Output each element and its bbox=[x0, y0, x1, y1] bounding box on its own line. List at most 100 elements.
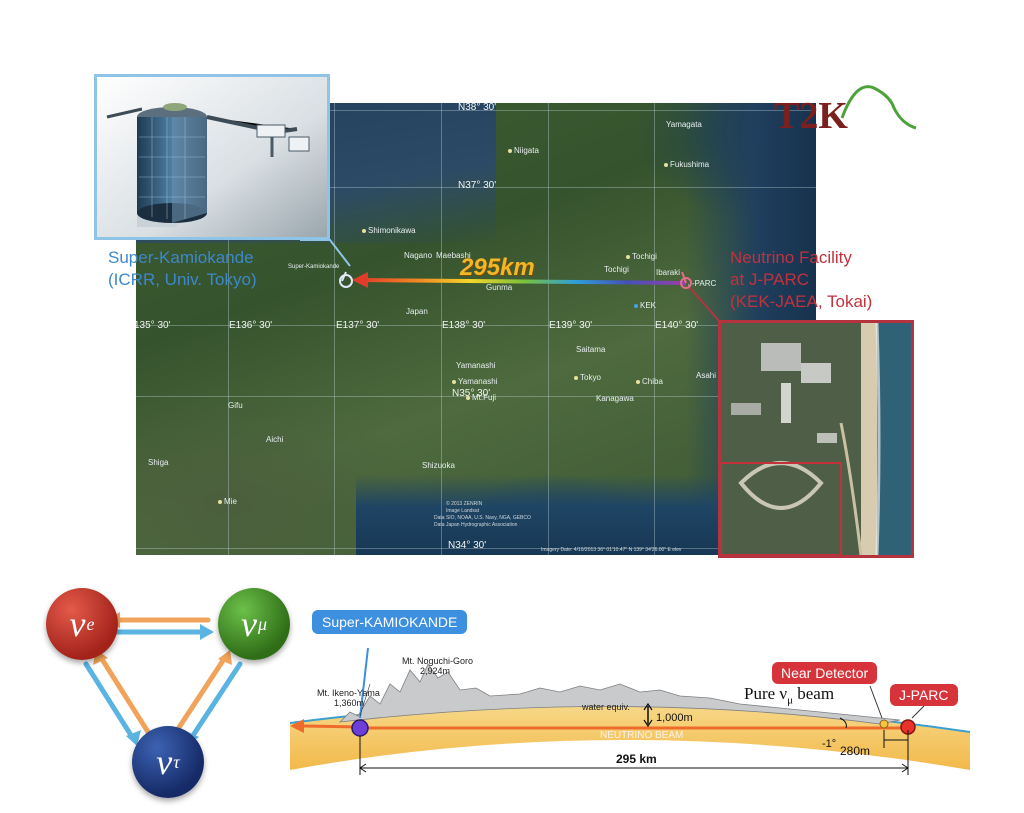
jparc-callout-line bbox=[689, 287, 721, 323]
lon-label-140: E140° 30' bbox=[655, 320, 699, 331]
lat-label-37: N37° 30' bbox=[458, 180, 497, 191]
nu-e-sub: e bbox=[86, 613, 95, 634]
place-shizuoka: Shizuoka bbox=[422, 461, 455, 470]
place-maebashi: Maebashi bbox=[436, 251, 471, 260]
jparc-marker-icon bbox=[680, 277, 692, 289]
place-jparc: J-PARC bbox=[688, 279, 717, 288]
near-detector-pointer bbox=[869, 685, 883, 719]
superk-pointer bbox=[359, 647, 369, 719]
beam-line bbox=[359, 278, 687, 285]
place-mie: Mie bbox=[218, 497, 237, 506]
place-kanagawa: Kanagawa bbox=[596, 394, 634, 403]
nu-tau-base: ν bbox=[156, 742, 173, 782]
graticule-line bbox=[136, 110, 816, 111]
place-gunma: Gunma bbox=[486, 283, 513, 292]
nu-e-base: ν bbox=[69, 604, 86, 644]
jparc-label-line3: (KEK-JAEA, Tokai) bbox=[730, 292, 873, 311]
place-yamanashi: Yamanashi bbox=[452, 377, 497, 386]
noguchi-name: Mt. Noguchi-Goro bbox=[402, 656, 474, 666]
superk-marker-pin bbox=[341, 271, 347, 282]
place-tochigi: Tochigi bbox=[604, 265, 629, 274]
place-japan: Japan bbox=[406, 307, 428, 316]
lat-label-34: N34° 30' bbox=[448, 540, 487, 551]
place-asahi: Asahi bbox=[696, 371, 717, 380]
superk-dot bbox=[351, 719, 369, 737]
superk-pill: Super-KAMIOKANDE bbox=[312, 610, 468, 634]
place-gifu: Gifu bbox=[228, 401, 243, 410]
lon-label-136: E136° 30' bbox=[229, 320, 273, 331]
place-niigata: Niigata bbox=[508, 146, 539, 155]
depth-arrow-heads bbox=[643, 702, 653, 728]
ikeno-height: 1,360m bbox=[334, 698, 365, 708]
jparc-label-line2: at J-PARC bbox=[730, 270, 810, 289]
beam-extension bbox=[303, 724, 361, 729]
superk-detector-illustration bbox=[97, 77, 327, 237]
superk-callout-line bbox=[300, 239, 351, 267]
lon-label-138: E138° 30' bbox=[442, 320, 486, 331]
total-distance-label: 295 km bbox=[616, 752, 657, 766]
place-shiga: Shiga bbox=[148, 458, 169, 467]
beam-profile-diagram bbox=[289, 647, 971, 775]
ikeno-name: Mt. Ikeno-Yama bbox=[317, 688, 380, 698]
pure-beam-suffix: beam bbox=[793, 684, 835, 703]
place-nagano: Nagano bbox=[404, 251, 433, 260]
t2k-logo-text: T2K bbox=[774, 95, 848, 137]
lat-label-35: N35° 30' bbox=[452, 388, 491, 399]
beam-arrowhead bbox=[352, 272, 368, 288]
place-tokyo: Tokyo bbox=[574, 373, 601, 382]
graticule-line bbox=[441, 103, 442, 555]
pure-beam-label: Pure νμ beam bbox=[744, 684, 834, 706]
earth-crust bbox=[290, 703, 970, 770]
map-credit: Image Landsat bbox=[446, 508, 480, 514]
place-mtfuji: Mt.Fuji bbox=[466, 393, 496, 402]
near-detector-dot bbox=[879, 719, 889, 729]
jparc-pill: J-PARC bbox=[890, 684, 958, 706]
lon-label-139: E139° 30' bbox=[549, 320, 593, 331]
graticule-line bbox=[548, 103, 549, 555]
jparc-label-line1: Neutrino Facility bbox=[730, 248, 852, 267]
near-detector-pill: Near Detector bbox=[772, 662, 878, 684]
jparc-aerial-inset bbox=[718, 320, 914, 558]
noguchi-height: 2,924m bbox=[420, 666, 451, 676]
place-yamanashi-pref: Yamanashi bbox=[456, 361, 496, 370]
jparc-aerial-photo bbox=[721, 323, 911, 555]
lon-label-137: E137° 30' bbox=[336, 320, 380, 331]
place-fukushima: Fukushima bbox=[664, 160, 709, 169]
lon-label-135: 135° 30' bbox=[136, 320, 171, 331]
beam-profile-arrowhead bbox=[290, 719, 304, 733]
nu-mu-sub: μ bbox=[257, 613, 268, 634]
lat-label-38: N38° 30' bbox=[458, 103, 497, 113]
map-imagery-date: Imagery Date: 4/10/2013 36° 01'10.47" N … bbox=[541, 547, 682, 553]
place-kek: KEK bbox=[634, 301, 656, 310]
place-yamagata: Yamagata bbox=[666, 120, 702, 129]
jparc-marker-pin bbox=[681, 271, 687, 284]
superk-detector-inset bbox=[94, 74, 330, 240]
superk-label-line1: Super-Kamiokande bbox=[108, 248, 254, 267]
graticule-line bbox=[136, 396, 816, 397]
map-credit: Data SIO, NOAA, U.S. Navy, NGA, GEBCO bbox=[434, 515, 531, 521]
mountain-profile bbox=[338, 663, 901, 725]
graticule-line bbox=[334, 103, 335, 555]
pure-beam-sub: μ bbox=[787, 694, 794, 707]
near-distance-bracket bbox=[883, 730, 909, 748]
graticule-line bbox=[136, 548, 816, 549]
angle-label: -1° bbox=[822, 738, 837, 750]
graticule-line bbox=[136, 187, 816, 188]
map-credit: © 2013 ZENRIN bbox=[446, 501, 483, 507]
place-ibaraki: Ibaraki bbox=[656, 268, 681, 277]
angle-arc bbox=[839, 717, 847, 729]
distance-bar-arrows bbox=[359, 763, 909, 773]
water-equiv-label: water equiv. bbox=[582, 702, 630, 712]
nu-mu-base: ν bbox=[240, 604, 257, 644]
graticule-line bbox=[136, 325, 816, 326]
jparc-pointer bbox=[911, 705, 925, 719]
map-credit: Data Japan Hydrographic Association bbox=[434, 522, 518, 528]
place-aichi: Aichi bbox=[266, 435, 284, 444]
near-distance-label: 280m bbox=[840, 744, 871, 758]
place-shimonikawa: Shimonikawa bbox=[362, 226, 416, 235]
graticule-line bbox=[228, 103, 229, 555]
